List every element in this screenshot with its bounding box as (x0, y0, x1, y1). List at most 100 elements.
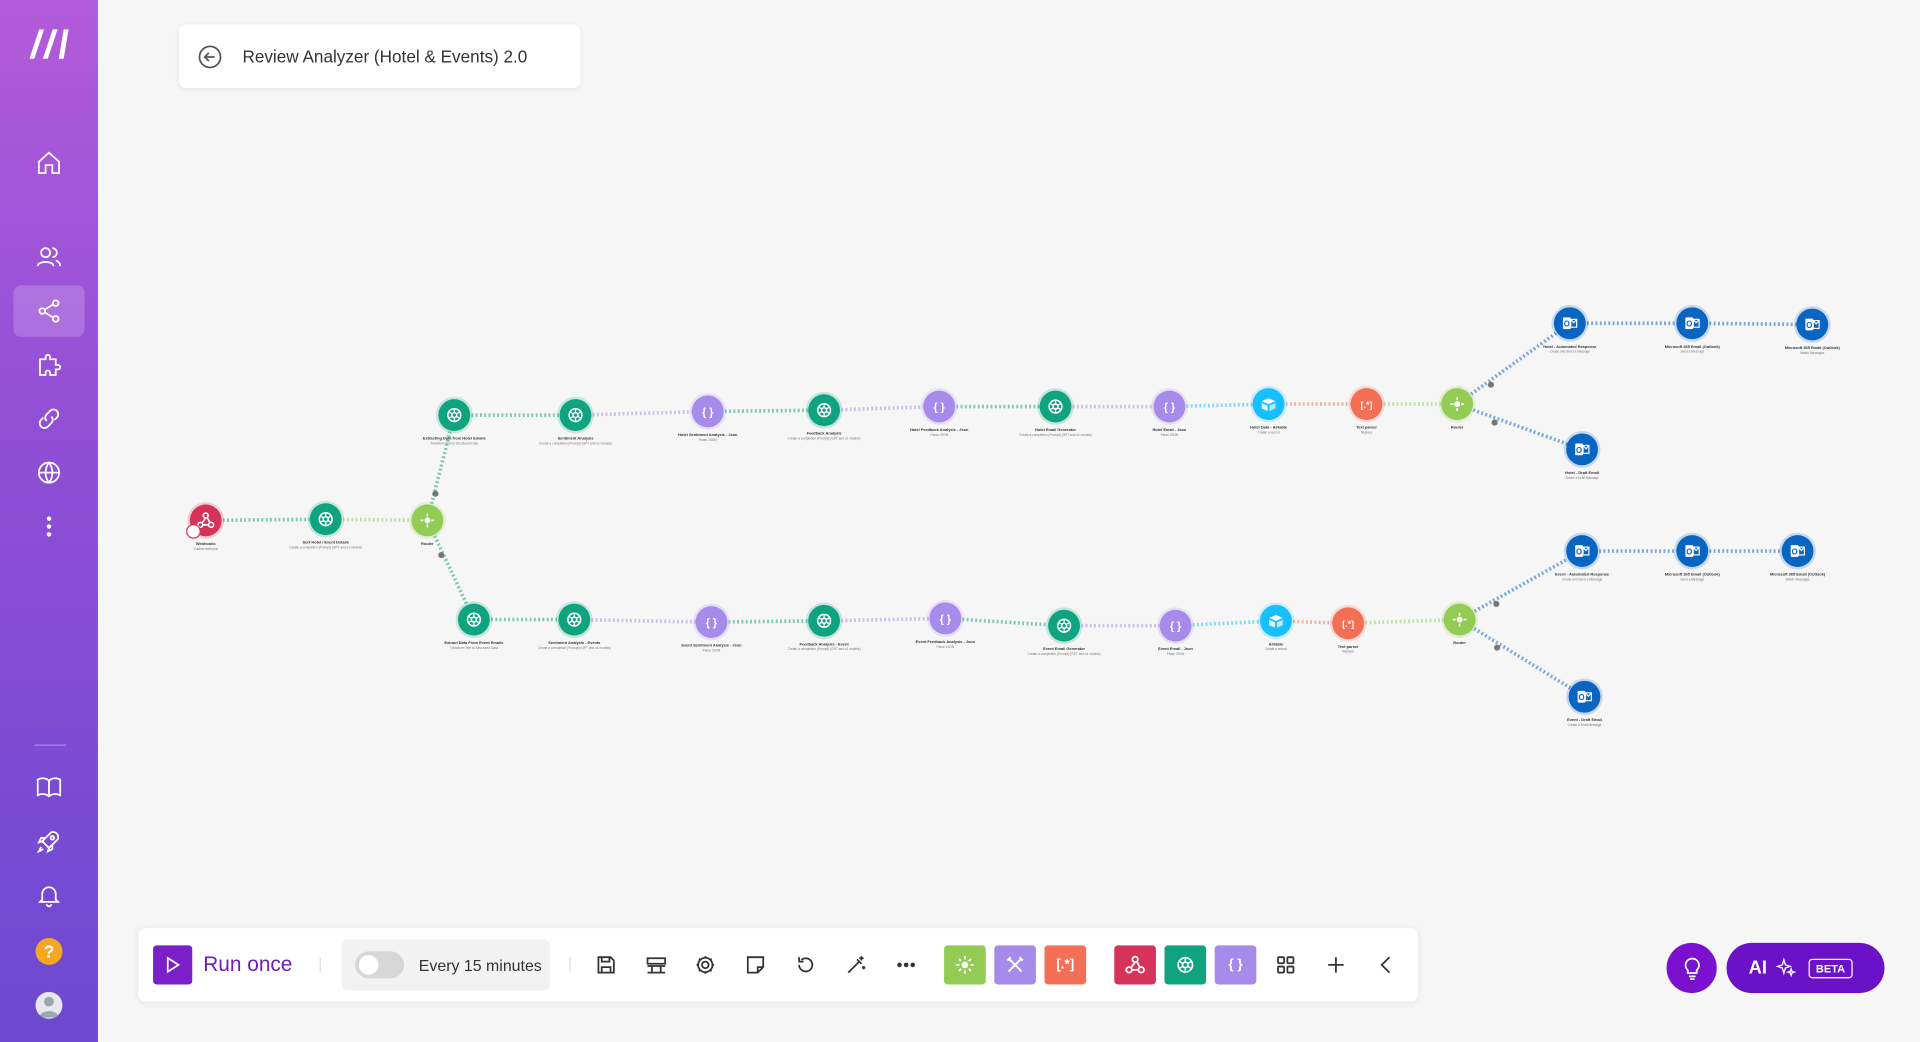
module-e5[interactable]: { } (929, 602, 962, 635)
outlook-icon: O (1685, 545, 1700, 557)
module-e1[interactable] (457, 603, 490, 636)
connection-line[interactable] (1692, 321, 1813, 327)
module-e3[interactable]: { } (695, 606, 728, 638)
collapse-toolbar-button[interactable] (1369, 948, 1403, 982)
connection-line[interactable] (1169, 402, 1269, 409)
module-ha1[interactable]: O (1553, 307, 1586, 340)
connection-line[interactable] (205, 517, 326, 523)
connection-line[interactable] (711, 618, 825, 624)
tips-button[interactable] (1666, 942, 1717, 994)
module-e4[interactable] (808, 604, 841, 637)
connection-line[interactable] (575, 409, 708, 417)
module-e6[interactable] (1048, 609, 1081, 642)
scheduling-button[interactable] (639, 948, 673, 982)
module-ea2[interactable]: O (1676, 535, 1709, 567)
favorite-text-parser-button[interactable]: [.*] (1044, 945, 1087, 985)
sidebar-item-webhooks[interactable] (13, 447, 84, 498)
sidebar-item-connections[interactable] (13, 393, 84, 444)
favorite-webhook-button[interactable] (1114, 945, 1156, 985)
connection-line[interactable] (1456, 402, 1583, 452)
module-ea1[interactable]: O (1566, 535, 1598, 567)
module-h4[interactable] (808, 394, 841, 427)
sidebar-item-help[interactable]: ? (13, 926, 84, 977)
favorite-router-button[interactable] (944, 945, 986, 985)
add-module-button[interactable] (1319, 948, 1353, 982)
filter-handle-icon[interactable] (1487, 381, 1495, 388)
module-h5[interactable]: { } (923, 390, 956, 423)
module-ed[interactable]: O (1568, 680, 1601, 713)
module-r0[interactable] (411, 504, 444, 537)
module-h1[interactable] (438, 399, 471, 432)
module-label: Hotel Feedback Analysis - Json (909, 427, 969, 433)
sidebar-item-profile[interactable] (13, 980, 84, 1031)
sidebar-item-more[interactable] (13, 501, 84, 552)
module-ha2[interactable]: O (1676, 307, 1709, 340)
module-h2[interactable] (559, 399, 592, 432)
sidebar-item-team[interactable] (13, 231, 84, 282)
all-modules-button[interactable] (1269, 948, 1303, 982)
schedule-clock-icon[interactable] (186, 524, 201, 539)
chevron-left-icon (1380, 956, 1391, 974)
favorite-openai-button[interactable] (1164, 945, 1207, 985)
module-er[interactable] (1443, 603, 1476, 636)
module-h7[interactable]: { } (1153, 390, 1186, 423)
module-ea3[interactable]: O (1781, 535, 1814, 567)
connection-line[interactable] (1456, 321, 1571, 406)
filter-handle-icon[interactable] (1493, 600, 1500, 607)
module-sublabel: Parse JSON (936, 644, 955, 649)
module-sort[interactable] (309, 503, 342, 536)
history-button[interactable] (789, 948, 823, 982)
connection-line[interactable] (945, 616, 1065, 628)
connection-line[interactable] (824, 616, 946, 623)
openai-icon (568, 407, 583, 423)
settings-button[interactable] (688, 948, 722, 982)
module-label: Webhooks (195, 541, 216, 547)
module-e9[interactable]: [.*] (1332, 607, 1365, 640)
notes-button[interactable] (738, 948, 772, 982)
module-e8[interactable] (1260, 604, 1292, 637)
connection-line[interactable] (824, 404, 940, 413)
module-h8[interactable] (1252, 388, 1285, 421)
scenario-title[interactable]: Review Analyzer (Hotel & Events) 2.0 (242, 46, 528, 67)
make-logo-icon[interactable] (27, 24, 74, 61)
back-button[interactable] (196, 43, 223, 70)
save-button[interactable] (589, 948, 623, 982)
run-once-button[interactable]: Run once (153, 945, 292, 985)
sidebar-item-templates[interactable] (13, 339, 84, 390)
module-sublabel: Create a Draft Message (1567, 723, 1602, 727)
favorite-tools-button[interactable] (994, 945, 1036, 985)
module-e2[interactable] (558, 603, 591, 636)
more-button[interactable] (889, 948, 923, 982)
auto-align-button[interactable] (839, 948, 873, 982)
favorite-json-button[interactable]: { } (1214, 945, 1257, 985)
ai-assistant-button[interactable]: AI BETA (1726, 942, 1885, 994)
module-hr[interactable] (1441, 388, 1474, 421)
module-e7[interactable]: { } (1159, 609, 1192, 642)
module-hd[interactable]: O (1566, 433, 1598, 466)
module-h9[interactable]: [.*] (1350, 388, 1383, 421)
connection-line[interactable] (425, 519, 476, 621)
module-ha3[interactable]: O (1796, 308, 1829, 341)
sidebar-item-notifications[interactable] (13, 869, 84, 920)
connection-line[interactable] (425, 414, 457, 521)
connection-line[interactable] (574, 617, 712, 624)
module-sublabel: Create a Draft Message (1565, 475, 1599, 480)
connection-line[interactable] (1348, 617, 1460, 626)
filter-handle-icon[interactable] (438, 552, 445, 559)
connection-line[interactable] (1458, 549, 1583, 622)
sidebar-item-home[interactable] (13, 137, 84, 188)
module-h3[interactable]: { } (691, 395, 724, 428)
module-h6[interactable] (1039, 390, 1072, 423)
filter-handle-icon[interactable] (432, 490, 439, 497)
sidebar-item-docs[interactable] (13, 762, 84, 813)
schedule-toggle[interactable] (355, 951, 405, 979)
filter-handle-icon[interactable] (1491, 419, 1498, 426)
schedule-label[interactable]: Every 15 minutes (418, 955, 542, 975)
openai-icon (1056, 618, 1072, 633)
filter-handle-icon[interactable] (1494, 644, 1501, 651)
connection-line[interactable] (1458, 618, 1586, 699)
users-icon (36, 247, 62, 267)
sidebar-item-whats-new[interactable] (13, 816, 84, 867)
sidebar-item-scenarios[interactable] (13, 285, 85, 337)
